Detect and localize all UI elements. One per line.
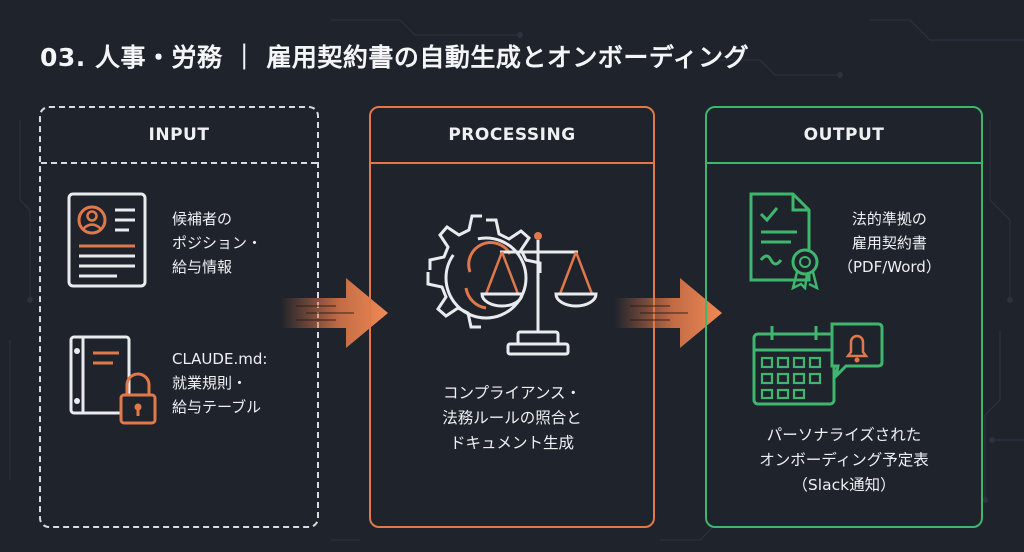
flow-arrow-right-icon xyxy=(614,278,722,348)
processing-description: コンプライアンス・ 法務ルールの照合と ドキュメント生成 xyxy=(442,384,582,452)
processing-panel-header: PROCESSING xyxy=(371,108,653,164)
gear-scales-icon xyxy=(426,214,598,356)
input-panel-header: INPUT xyxy=(41,108,317,164)
output-panel-header: OUTPUT xyxy=(707,108,981,164)
output-panel: OUTPUT xyxy=(705,106,983,528)
locked-binder-icon xyxy=(69,335,157,425)
candidate-info-label: 候補者の ポジション・ 給与情報 xyxy=(172,210,263,276)
onboarding-schedule-label: パーソナライズされた オンボーディング予定表 （Slack通知） xyxy=(759,426,929,494)
certified-contract-icon xyxy=(749,192,819,290)
contract-output-label: 法的準拠の 雇用契約書 （PDF/Word） xyxy=(838,210,941,276)
flow-arrow-right-icon xyxy=(280,278,388,348)
claude-md-label: CLAUDE.md: 就業規則・ 給与テーブル xyxy=(172,350,268,416)
resume-document-icon xyxy=(67,192,147,288)
page-title: 03. 人事・労務 ｜ 雇用契約書の自動生成とオンボーディング xyxy=(40,43,750,72)
calendar-notification-icon xyxy=(752,322,884,406)
